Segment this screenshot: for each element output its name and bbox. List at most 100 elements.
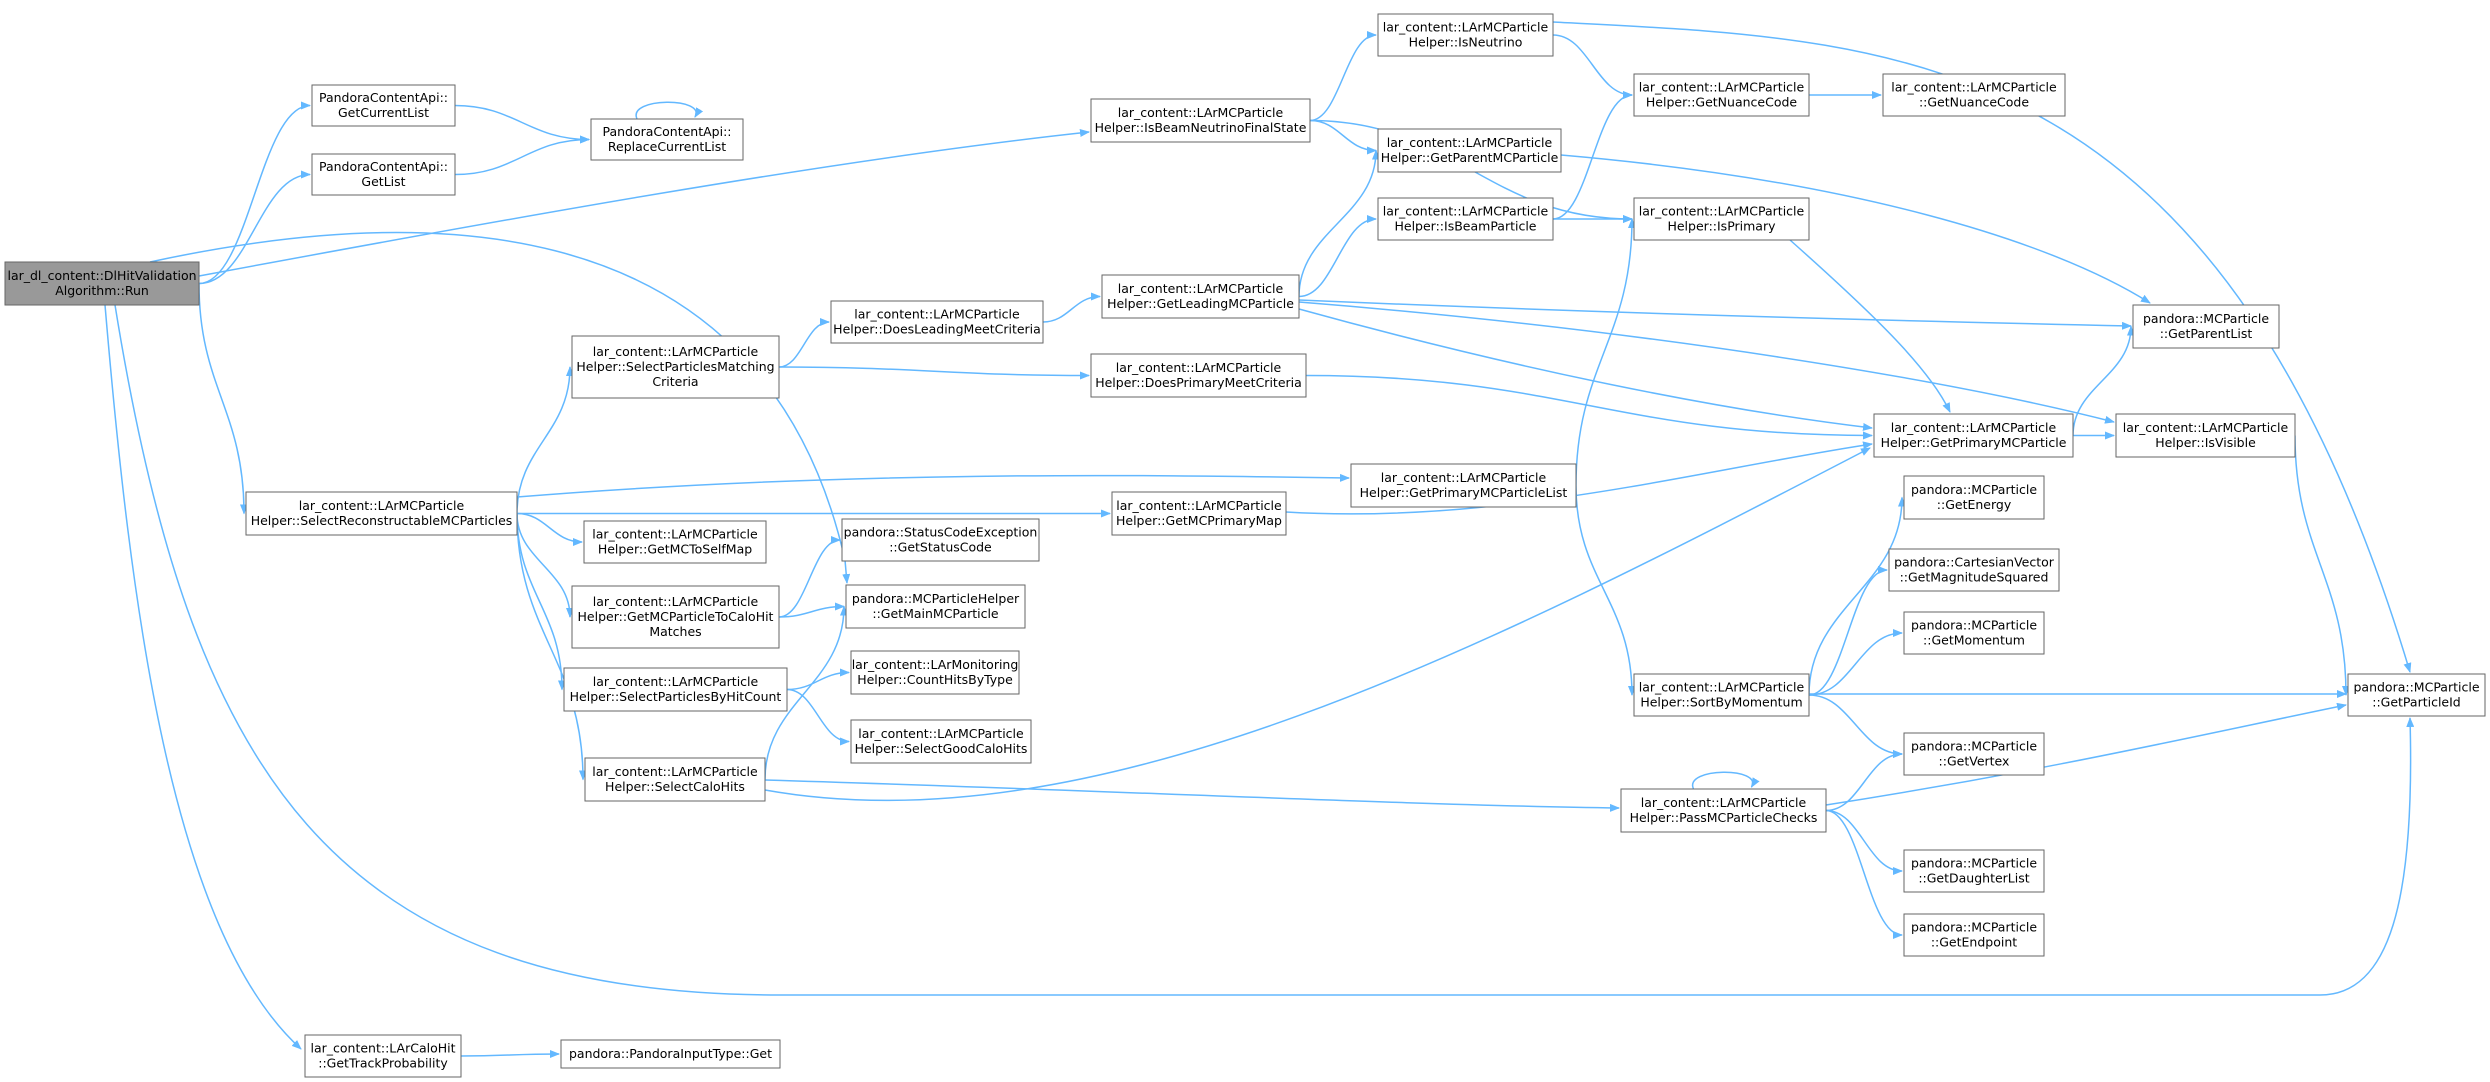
node-label-line: ::GetStatusCode <box>889 540 992 555</box>
function-node-sortbymomentum[interactable]: lar_content::LArMCParticleHelper::SortBy… <box>1633 673 1810 717</box>
function-node-getprimarymcparticlelist[interactable]: lar_content::LArMCParticleHelper::GetPri… <box>1350 463 1577 508</box>
function-node-getcurrentlist[interactable]: PandoraContentApi::GetCurrentList <box>311 84 456 127</box>
function-node-selectreconstructablemcparticles[interactable]: lar_content::LArMCParticleHelper::Select… <box>245 491 518 536</box>
node-label-line: pandora::PandoraInputType::Get <box>569 1046 772 1061</box>
function-node-getdaughterlist[interactable]: pandora::MCParticle::GetDaughterList <box>1903 849 2045 893</box>
call-edge <box>198 128 1090 277</box>
function-node-getparticleid[interactable]: pandora::MCParticle::GetParticleId <box>2347 673 2486 717</box>
node-label-line: Helper::GetMCToSelfMap <box>598 542 752 557</box>
node-label-line: PandoraContentApi:: <box>319 159 448 174</box>
node-box <box>1633 673 1810 717</box>
function-node-doesleadingmeetcriteria[interactable]: lar_content::LArMCParticleHelper::DoesLe… <box>830 300 1044 344</box>
node-label-line: lar_content::LArMCParticle <box>1891 80 2057 95</box>
function-node-getstatuscode[interactable]: pandora::StatusCodeException::GetStatusC… <box>841 518 1040 562</box>
node-box <box>571 585 780 649</box>
function-node-getmcprimarymap[interactable]: lar_content::LArMCParticleHelper::GetMCP… <box>1111 491 1287 536</box>
node-box <box>245 491 518 536</box>
function-node-getmomentum[interactable]: pandora::MCParticle::GetMomentum <box>1903 611 2045 655</box>
node-label-line: Helper::SelectParticlesMatching <box>576 359 774 374</box>
node-box <box>304 1034 462 1078</box>
node-label-line: ::GetParticleId <box>2372 695 2461 710</box>
call-edge <box>516 513 574 618</box>
function-node-getendpoint[interactable]: pandora::MCParticle::GetEndpoint <box>1903 913 2045 957</box>
call-edge <box>516 513 587 781</box>
node-label-line: Helper::PassMCParticleChecks <box>1630 810 1818 825</box>
function-node-getmctoselfmap[interactable]: lar_content::LArMCParticleHelper::GetMCT… <box>583 520 767 564</box>
node-label-line: pandora::MCParticle <box>2143 311 2269 326</box>
node-box <box>1903 611 2045 655</box>
call-edge <box>764 605 848 780</box>
function-node-isbeamparticle[interactable]: lar_content::LArMCParticleHelper::IsBeam… <box>1377 197 1554 241</box>
node-box <box>1111 491 1287 536</box>
function-node-isbeamneutrinofinalstate[interactable]: lar_content::LArMCParticleHelper::IsBeam… <box>1090 98 1311 143</box>
function-node-getnuancecode[interactable]: lar_content::LArMCParticle::GetNuanceCod… <box>1882 73 2066 117</box>
node-label-line: lar_content::LArMCParticle <box>854 307 1020 322</box>
node-box <box>4 261 200 306</box>
node-label-line: Helper::IsNeutrino <box>1409 35 1523 50</box>
function-node-getvertex[interactable]: pandora::MCParticle::GetVertex <box>1903 732 2045 776</box>
function-node-pandorainputtypeget[interactable]: pandora::PandoraInputType::Get <box>560 1039 781 1069</box>
function-node-getparentlist[interactable]: pandora::MCParticle::GetParentList <box>2132 304 2280 349</box>
node-label-line: lar_content::LArMonitoring <box>852 657 1019 672</box>
node-label-line: Algorithm::Run <box>55 283 149 298</box>
call-edge <box>778 366 1090 380</box>
function-node-isneutrino[interactable]: lar_content::LArMCParticleHelper::IsNeut… <box>1377 13 1554 57</box>
node-label-line: pandora::MCParticle <box>1911 856 2037 871</box>
function-node-getnuancecode_helper[interactable]: lar_content::LArMCParticleHelper::GetNua… <box>1633 73 1810 117</box>
call-edge <box>1825 809 1903 875</box>
node-label-line: GetList <box>361 174 405 189</box>
node-box <box>2115 413 2296 458</box>
function-node-getmcparticletocalohitmatches[interactable]: lar_content::LArMCParticleHelper::GetMCP… <box>571 585 780 649</box>
function-node-replacecurrentlist[interactable]: PandoraContentApi::ReplaceCurrentList <box>590 118 744 161</box>
call-edge <box>1298 149 1380 297</box>
function-node-getparentmcparticle[interactable]: lar_content::LArMCParticleHelper::GetPar… <box>1377 128 1562 173</box>
call-edge <box>1309 31 1377 122</box>
node-label-line: ::GetMomentum <box>1923 633 2025 648</box>
function-node-getlist[interactable]: PandoraContentApi::GetList <box>311 153 456 196</box>
node-label-line: pandora::MCParticle <box>1911 618 2037 633</box>
function-node-getleadingmcparticle[interactable]: lar_content::LArMCParticleHelper::GetLea… <box>1101 274 1300 319</box>
node-box <box>1101 274 1300 319</box>
function-node-run[interactable]: lar_dl_content::DlHitValidationAlgorithm… <box>4 261 200 306</box>
function-node-counthitsbytype[interactable]: lar_content::LArMonitoringHelper::CountH… <box>850 650 1020 695</box>
node-label-line: lar_content::LArMCParticle <box>858 726 1024 741</box>
function-node-getenergy[interactable]: pandora::MCParticle::GetEnergy <box>1903 475 2045 520</box>
function-node-gettrackprobability[interactable]: lar_content::LArCaloHit::GetTrackProbabi… <box>304 1034 462 1078</box>
node-box <box>1090 98 1311 143</box>
node-label-line: Helper::SelectParticlesByHitCount <box>570 689 782 704</box>
function-node-getmainmcparticle[interactable]: pandora::MCParticleHelper::GetMainMCPart… <box>845 584 1026 629</box>
call-edge <box>1552 21 2412 673</box>
node-box <box>845 584 1026 629</box>
node-box <box>583 520 767 564</box>
node-label-line: lar_content::LArMCParticle <box>299 498 465 513</box>
node-label-line: Helper::DoesPrimaryMeetCriteria <box>1095 375 1302 390</box>
node-label-line: lar_content::LArMCParticle <box>593 674 759 689</box>
function-node-isprimary[interactable]: lar_content::LArMCParticleHelper::IsPrim… <box>1633 197 1810 241</box>
node-label-line: Helper::GetMCParticleToCaloHit <box>578 609 774 624</box>
call-edge <box>2294 435 2350 696</box>
node-label-line: PandoraContentApi:: <box>319 90 448 105</box>
node-label-line: Helper::GetLeadingMCParticle <box>1107 296 1294 311</box>
node-box <box>560 1039 781 1069</box>
function-node-getprimarymcparticle[interactable]: lar_content::LArMCParticleHelper::GetPri… <box>1873 413 2074 458</box>
function-node-passmcparticlechecks[interactable]: lar_content::LArMCParticleHelper::PassMC… <box>1620 788 1827 833</box>
node-label-line: pandora::CartesianVector <box>1894 555 2055 570</box>
node-label-line: Helper::CountHitsByType <box>857 672 1013 687</box>
call-edge <box>2072 325 2135 436</box>
node-box <box>1882 73 2066 117</box>
function-node-doesprimarymeetcriteria[interactable]: lar_content::LArMCParticleHelper::DoesPr… <box>1090 353 1307 398</box>
node-label-line: ::GetEndpoint <box>1931 935 2017 950</box>
function-node-selectcalohits[interactable]: lar_content::LArMCParticleHelper::Select… <box>584 757 766 802</box>
function-node-selectparticlesmatchingcriteria[interactable]: lar_content::LArMCParticleHelper::Select… <box>571 335 780 399</box>
function-node-getmagnitudesquared[interactable]: pandora::CartesianVector::GetMagnitudeSq… <box>1888 548 2060 592</box>
node-label-line: lar_content::LArMCParticle <box>1116 360 1282 375</box>
node-box <box>2132 304 2280 349</box>
node-box <box>1888 548 2060 592</box>
node-label-line: pandora::MCParticle <box>1911 920 2037 935</box>
function-node-selectparticlesbyhitcount[interactable]: lar_content::LArMCParticleHelper::Select… <box>563 667 788 712</box>
call-edge <box>1552 34 1633 99</box>
node-box <box>1620 788 1827 833</box>
node-box <box>563 667 788 712</box>
function-node-selectgoodcalohits[interactable]: lar_content::LArMCParticleHelper::Select… <box>850 719 1032 764</box>
function-node-isvisible[interactable]: lar_content::LArMCParticleHelper::IsVisi… <box>2115 413 2296 458</box>
